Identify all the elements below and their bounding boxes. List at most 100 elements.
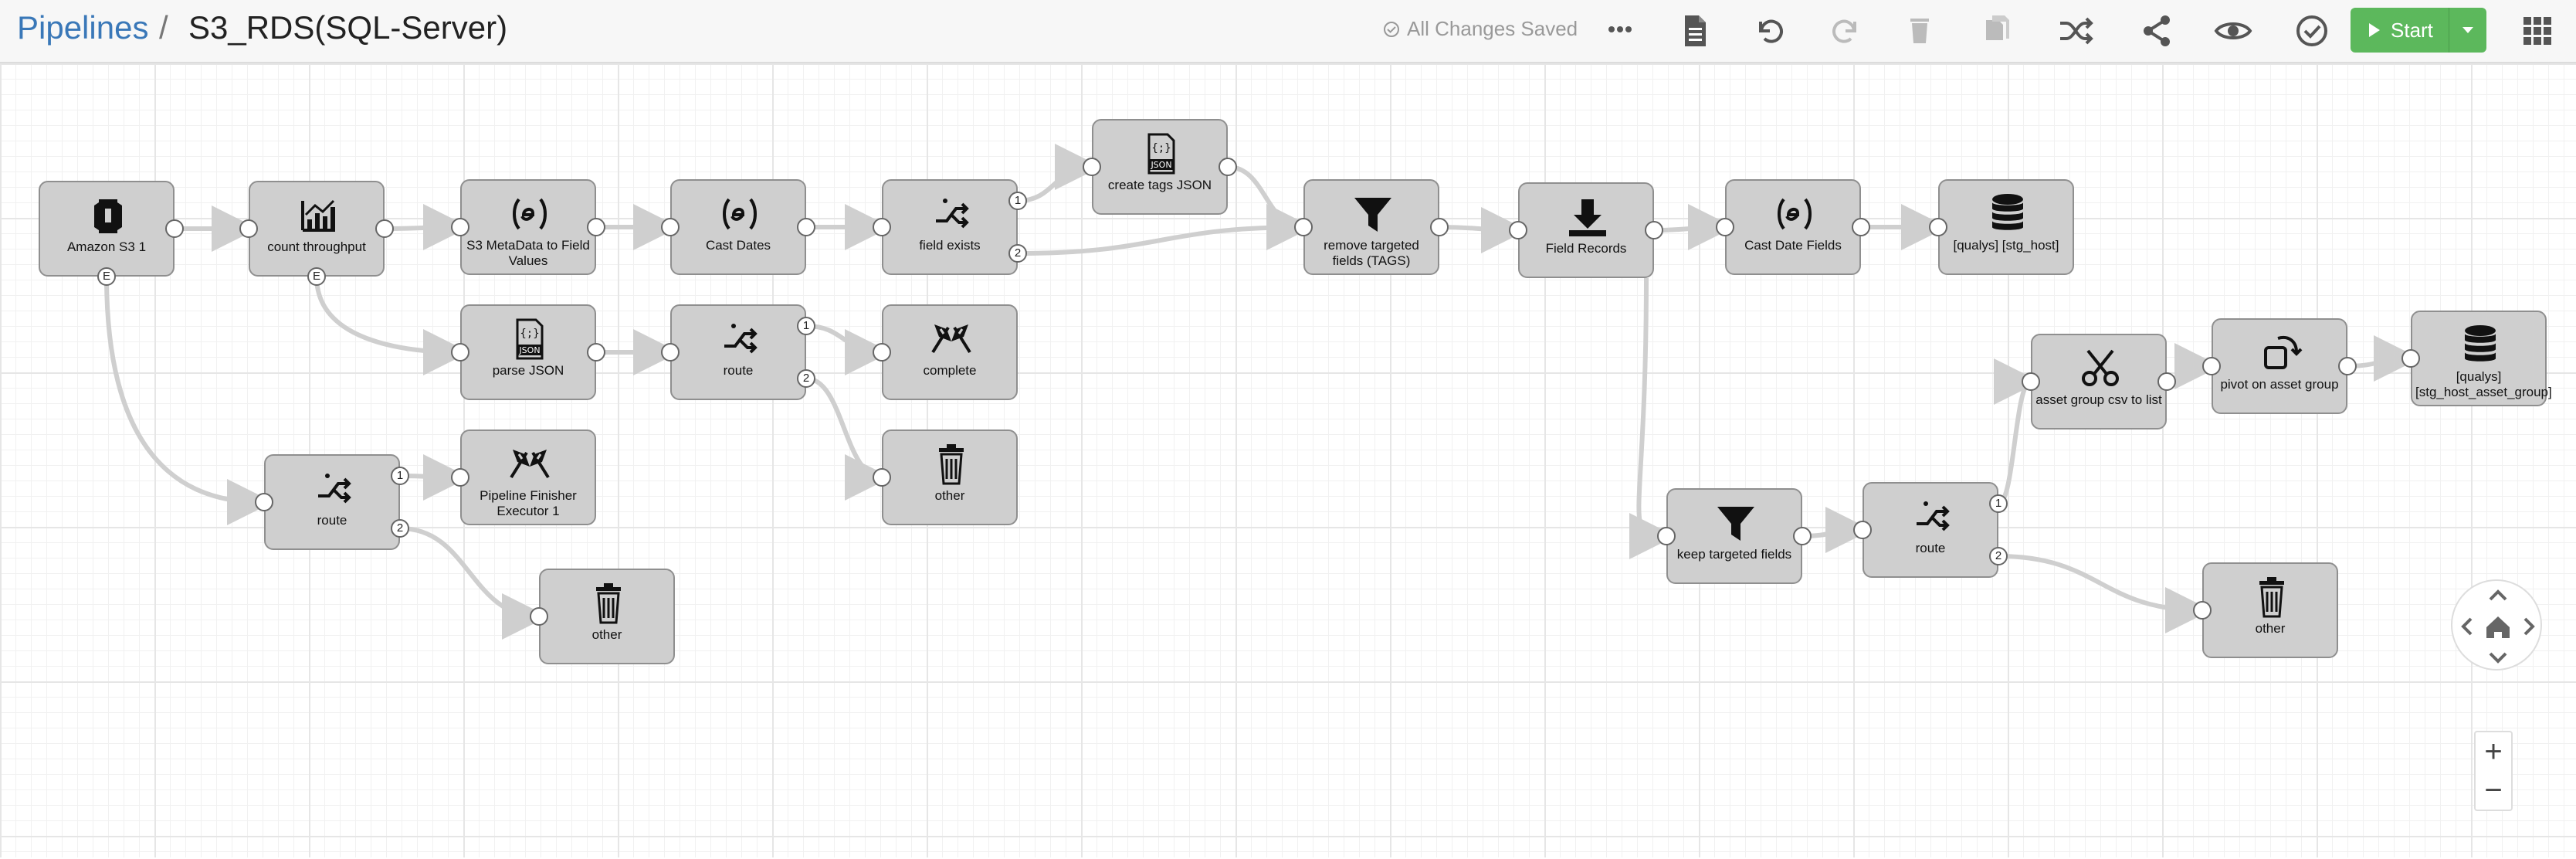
stage-label: route	[1915, 541, 1946, 555]
input-port[interactable]	[255, 493, 273, 511]
input-port[interactable]	[1083, 158, 1101, 176]
output-port[interactable]	[2338, 357, 2357, 375]
pipeline-links	[104, 144, 2420, 640]
stage-route-left[interactable]: route	[264, 454, 400, 550]
undo-icon[interactable]	[1750, 11, 1790, 51]
stage-label: asset group csv to list	[2035, 392, 2162, 407]
output-port[interactable]	[1793, 527, 1812, 545]
stage-label: count throughput	[267, 239, 366, 254]
output-port[interactable]	[1219, 158, 1237, 176]
stage-count-throughput[interactable]: count throughput	[249, 181, 385, 277]
redo-icon[interactable]	[1825, 11, 1866, 51]
stage-label: pivot on asset group	[2220, 377, 2339, 392]
stage-finisher[interactable]: Pipeline Finisher Executor 1	[460, 430, 596, 525]
stage-label: Amazon S3 1	[66, 239, 147, 254]
breadcrumb-pipelines-link[interactable]: Pipelines	[17, 9, 149, 46]
link-amazon-s3-to-route-left	[104, 276, 273, 525]
stage-cast-dates[interactable]: Cast Dates	[670, 179, 806, 275]
svg-text:{;}: {;}	[1151, 142, 1171, 154]
stage-stg-host[interactable]: [qualys] [stg_host]	[1938, 179, 2074, 275]
output-port-2[interactable]: 2	[1008, 244, 1027, 263]
output-port[interactable]	[165, 219, 184, 238]
stage-other-mid[interactable]: other	[882, 430, 1018, 525]
app-grid-icon[interactable]	[2517, 11, 2557, 51]
output-port[interactable]	[1645, 221, 1663, 239]
delete-icon[interactable]	[1900, 11, 1940, 51]
error-port[interactable]: E	[307, 267, 326, 286]
output-port[interactable]	[1430, 218, 1449, 236]
zoom-in-button[interactable]: +	[2484, 734, 2503, 769]
input-port[interactable]	[873, 218, 891, 236]
output-port[interactable]	[2157, 372, 2176, 391]
svg-text:{;}: {;}	[520, 328, 539, 340]
input-port[interactable]	[2401, 349, 2420, 368]
input-port[interactable]	[530, 607, 548, 626]
output-port-1[interactable]: 1	[1989, 494, 2008, 513]
output-port-1[interactable]: 1	[797, 317, 815, 335]
stage-field-exists[interactable]: field exists	[882, 179, 1018, 275]
stage-field-records[interactable]: Field Records	[1518, 182, 1654, 278]
stage-s3-metadata[interactable]: S3 MetaData to Field Values	[460, 179, 596, 275]
input-port[interactable]	[661, 218, 680, 236]
stage-other-left[interactable]: other	[539, 569, 675, 664]
save-status-text: All Changes Saved	[1407, 17, 1578, 40]
output-port[interactable]	[1852, 218, 1870, 236]
output-port-2[interactable]: 2	[1989, 547, 2008, 565]
validate-icon[interactable]	[2292, 11, 2332, 51]
input-port[interactable]	[239, 219, 258, 238]
output-port[interactable]	[375, 219, 394, 238]
zoom-out-button[interactable]: −	[2484, 772, 2503, 807]
input-port[interactable]	[1294, 218, 1313, 236]
input-port[interactable]	[1509, 221, 1527, 239]
input-port[interactable]	[451, 218, 469, 236]
shuffle-icon[interactable]	[2056, 11, 2096, 51]
stage-route-right[interactable]: route	[1863, 482, 1998, 578]
stage-asset-group-csv[interactable]: asset group csv to list	[2031, 334, 2167, 430]
input-port[interactable]	[661, 343, 680, 362]
stage-remove-targeted[interactable]: remove targeted fields (TAGS)	[1303, 179, 1439, 275]
input-port[interactable]	[451, 343, 469, 362]
start-options-dropdown[interactable]	[2449, 8, 2486, 53]
input-port[interactable]	[1853, 521, 1872, 539]
output-port[interactable]	[797, 218, 815, 236]
input-port[interactable]	[2022, 372, 2040, 391]
stage-label: other	[591, 627, 622, 642]
output-port-1[interactable]: 1	[1008, 192, 1027, 210]
stage-amazon-s3[interactable]: Amazon S3 1	[39, 181, 175, 277]
start-button[interactable]: Start	[2351, 8, 2486, 53]
stage-label: other	[2255, 621, 2286, 636]
config-file-icon[interactable]	[1674, 11, 1714, 51]
input-port[interactable]	[2202, 357, 2221, 375]
stage-stg-host-asset[interactable]: [qualys] [stg_host_asset_group]	[2411, 311, 2552, 406]
stage-route-mid[interactable]: route	[670, 304, 806, 400]
input-port[interactable]	[1716, 218, 1734, 236]
duplicate-icon[interactable]	[1977, 11, 2017, 51]
input-port[interactable]	[873, 343, 891, 362]
stage-other-right[interactable]: other	[2202, 562, 2338, 658]
pan-control[interactable]	[2451, 579, 2542, 671]
stage-complete[interactable]: complete	[882, 304, 1018, 400]
input-port[interactable]	[1929, 218, 1947, 236]
output-port-2[interactable]: 2	[797, 369, 815, 388]
input-port[interactable]	[451, 468, 469, 487]
output-port[interactable]	[587, 343, 605, 362]
preview-icon[interactable]	[2213, 11, 2253, 51]
stage-keep-targeted[interactable]: keep targeted fields	[1666, 488, 1802, 584]
check-circle-icon	[1384, 21, 1399, 37]
input-port[interactable]	[873, 468, 891, 487]
error-port[interactable]: E	[97, 267, 116, 286]
output-port[interactable]	[587, 218, 605, 236]
stage-label: Cast Dates	[705, 238, 771, 253]
input-port[interactable]	[2193, 601, 2212, 620]
output-port-2[interactable]: 2	[391, 519, 409, 538]
link-remove-targeted-to-field-records	[1439, 206, 1527, 253]
output-port-1[interactable]: 1	[391, 467, 409, 485]
stage-pivot[interactable]: pivot on asset group	[2212, 318, 2347, 414]
more-icon[interactable]	[1600, 11, 1640, 51]
input-port[interactable]	[1657, 527, 1676, 545]
stage-cast-date-fields[interactable]: Cast Date Fields	[1725, 179, 1861, 275]
share-icon[interactable]	[2137, 11, 2178, 51]
